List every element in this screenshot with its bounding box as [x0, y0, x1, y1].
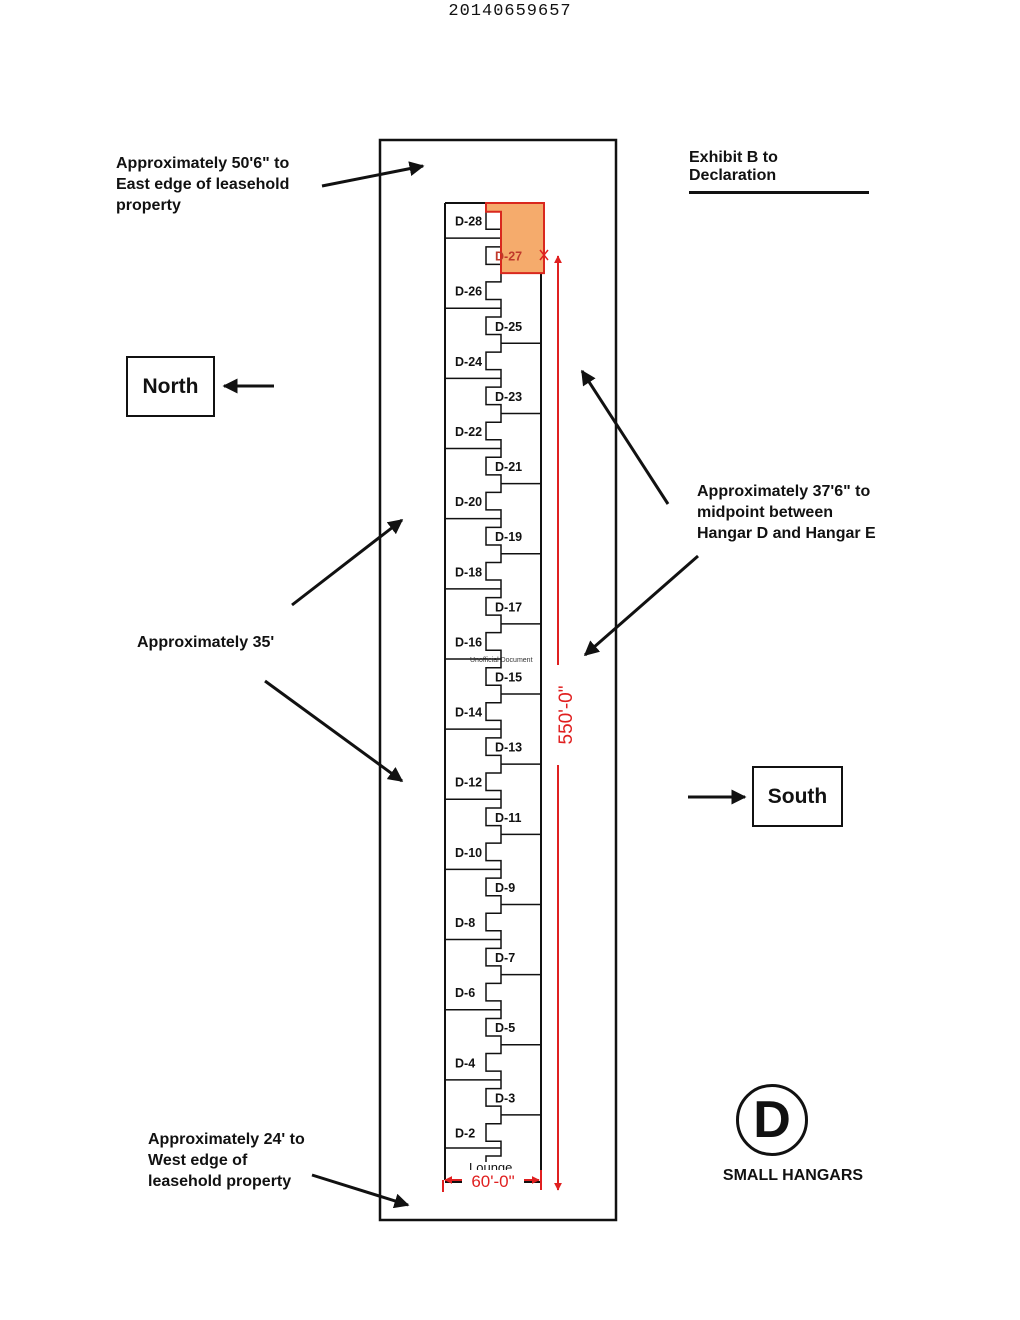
unit-label: D-10 — [455, 846, 482, 860]
side-distance-arrow-up — [291, 518, 404, 607]
east-edge-annotation: Approximately 50'6" to East edge of leas… — [116, 155, 290, 214]
south-compass-box: South — [752, 766, 843, 827]
logo-caption: SMALL HANGARS — [722, 1167, 864, 1184]
leasehold-boundary — [378, 138, 618, 1222]
unit-label: D-22 — [455, 425, 482, 439]
side-distance-arrow-down — [264, 679, 404, 783]
unit-label: D-20 — [455, 495, 482, 509]
unit-label: D-21 — [495, 460, 522, 474]
unit-label: D-12 — [455, 776, 482, 790]
north-label: North — [142, 374, 199, 398]
unit-label: D-19 — [495, 530, 522, 544]
width-dimension: 60'-0" — [442, 1170, 542, 1192]
width-dimension-label: 60'-0" — [471, 1172, 514, 1191]
unit-label: D-15 — [495, 671, 522, 685]
hangar-logo: D — [736, 1084, 808, 1156]
side-distance-annotation: Approximately 35' — [137, 634, 275, 651]
unit-label: D-28 — [455, 215, 482, 229]
unit-label: D-18 — [455, 565, 482, 579]
unit-label: D-4 — [455, 1056, 475, 1070]
unit-label: D-25 — [495, 320, 522, 334]
midpoint-annotation: Approximately 37'6" to midpoint between … — [697, 483, 876, 542]
unit-label: D-27 — [495, 250, 522, 264]
unit-label: D-17 — [495, 600, 522, 614]
unit-partition-lines — [445, 203, 541, 1162]
midpoint-arrow-up — [580, 369, 670, 505]
unit-label: D-24 — [455, 355, 482, 369]
unit-label: D-11 — [495, 811, 521, 825]
length-dimension-label: 550'-0" — [556, 686, 577, 745]
unit-label: D-14 — [455, 706, 482, 720]
unit-label: D-26 — [455, 285, 482, 299]
unit-label: D-7 — [495, 951, 515, 965]
south-label: South — [767, 784, 828, 808]
document-number: 20140659657 — [448, 2, 572, 21]
unit-label: D-9 — [495, 881, 515, 895]
west-edge-annotation: Approximately 24' to West edge of leaseh… — [148, 1131, 305, 1190]
unit-label: D-16 — [455, 635, 482, 649]
unit-label: D-8 — [455, 916, 475, 930]
east-edge-arrow — [321, 161, 425, 188]
west-edge-arrow — [311, 1173, 410, 1209]
unit-label: D-13 — [495, 741, 522, 755]
length-dimension: 550'-0" — [539, 249, 577, 1191]
hangar-building: D-28D-27D-26D-25D-24D-23D-22D-21D-20D-19… — [444, 202, 545, 1183]
watermark-text: Unofficial Document — [470, 657, 533, 664]
unit-label: D-23 — [495, 390, 522, 404]
unit-label: D-2 — [455, 1126, 475, 1140]
midpoint-arrow-down — [583, 554, 699, 657]
exhibit-title: Exhibit B to Declaration — [689, 149, 869, 194]
unit-label: D-5 — [495, 1021, 515, 1035]
unit-label: D-6 — [455, 986, 475, 1000]
highlighted-unit-d-27 — [485, 202, 545, 275]
unit-label: D-3 — [495, 1091, 515, 1105]
north-compass-box: North — [126, 356, 215, 417]
logo-letter: D — [753, 1091, 791, 1149]
